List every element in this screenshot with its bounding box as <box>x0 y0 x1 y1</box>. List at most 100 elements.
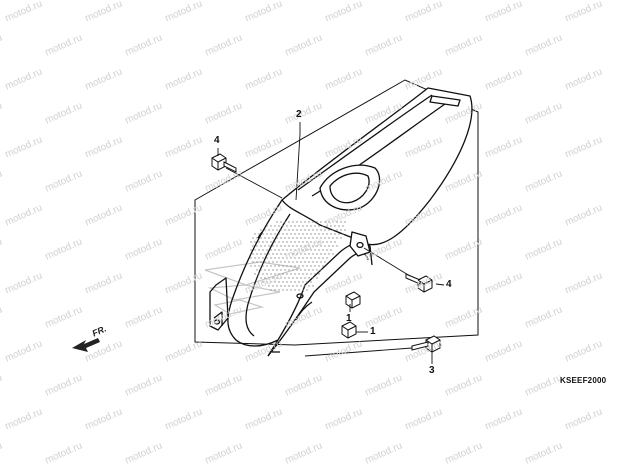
decal-dot <box>294 265 296 267</box>
decal-dot <box>258 233 260 235</box>
decal-dot <box>330 241 332 243</box>
decal-dot <box>300 229 302 231</box>
decal-dot <box>326 225 328 227</box>
decal-dot <box>310 225 312 227</box>
decal-dot <box>332 245 334 247</box>
decal-dot <box>310 257 312 259</box>
decal-dot <box>314 241 316 243</box>
decal-dot <box>300 237 302 239</box>
decal-dot <box>256 269 258 271</box>
decal-dot <box>266 249 268 251</box>
decal-dot <box>312 245 314 247</box>
decal-dot <box>270 257 272 259</box>
decal-dot <box>282 249 284 251</box>
decal-dot <box>276 229 278 231</box>
decal-dot <box>266 241 268 243</box>
decal-dot <box>258 273 260 275</box>
decal-dot <box>316 221 318 223</box>
decal-dot <box>282 225 284 227</box>
decal-dot <box>318 225 320 227</box>
decal-dot <box>282 289 284 291</box>
decal-dot <box>266 233 268 235</box>
decal-dot <box>304 277 306 279</box>
decal-dot <box>332 253 334 255</box>
decal-dot <box>280 261 282 263</box>
decal-dot <box>332 229 334 231</box>
decal-dot <box>286 241 288 243</box>
decal-dot <box>298 273 300 275</box>
decal-dot <box>290 257 292 259</box>
decal-dot <box>282 281 284 283</box>
decal-dot <box>272 269 274 271</box>
decal-dot <box>328 221 330 223</box>
decal-dot <box>270 225 272 227</box>
decal-dot <box>272 229 274 231</box>
decal-dot <box>310 241 312 243</box>
decal-dot <box>280 245 282 247</box>
decal-dot <box>288 261 290 263</box>
decal-dot <box>266 257 268 259</box>
decal-dot <box>300 285 302 287</box>
decal-dot <box>288 245 290 247</box>
decal-dot <box>294 241 296 243</box>
decal-dot <box>264 269 266 271</box>
decal-dot <box>282 233 284 235</box>
decal-dot <box>284 253 286 255</box>
decal-dot <box>328 253 330 255</box>
decal-dot <box>292 221 294 223</box>
decal-dot <box>268 253 270 255</box>
decal-dot <box>328 237 330 239</box>
decal-dot <box>294 257 296 259</box>
decal-dot <box>304 221 306 223</box>
decal-dot <box>284 277 286 279</box>
decal-dot <box>270 273 272 275</box>
decal-dot <box>270 265 272 267</box>
decal-dot <box>262 265 264 267</box>
decal-dot <box>264 229 266 231</box>
decal-dot <box>334 241 336 243</box>
decal-dot <box>316 237 318 239</box>
decal-dot <box>324 221 326 223</box>
decal-dot <box>334 225 336 227</box>
decal-dot <box>258 241 260 243</box>
decal-dot <box>306 265 308 267</box>
decal-dot <box>308 253 310 255</box>
decal-dot <box>278 241 280 243</box>
decal-dot <box>266 225 268 227</box>
decal-dot <box>328 229 330 231</box>
decal-dot <box>282 257 284 259</box>
decal-dot <box>292 229 294 231</box>
decal-dot <box>262 281 264 283</box>
decal-dot <box>322 241 324 243</box>
decal-dot <box>314 225 316 227</box>
decal-dot <box>264 253 266 255</box>
decal-dot <box>302 249 304 251</box>
decal-dot <box>270 281 272 283</box>
decal-dot <box>284 245 286 247</box>
decal-dot <box>274 233 276 235</box>
decal-dot <box>306 273 308 275</box>
decal-dot <box>292 285 294 287</box>
callout-1-lower: 1 <box>370 326 376 337</box>
decal-dot <box>274 241 276 243</box>
decal-dot <box>284 221 286 223</box>
decal-dot <box>312 277 314 279</box>
decal-dot <box>292 269 294 271</box>
decal-dot <box>318 257 320 259</box>
clip-nut-lower <box>341 321 357 339</box>
decal-dot <box>292 245 294 247</box>
decal-dot <box>288 253 290 255</box>
decal-dot <box>274 257 276 259</box>
decal-dot <box>314 273 316 275</box>
decal-dot <box>320 269 322 271</box>
decal-dot <box>260 237 262 239</box>
decal-dot <box>292 261 294 263</box>
decal-dot <box>302 265 304 267</box>
decal-dot <box>262 233 264 235</box>
decal-dot <box>294 281 296 283</box>
decal-dot <box>312 229 314 231</box>
decal-dot <box>256 237 258 239</box>
decal-dot <box>328 245 330 247</box>
decal-dot <box>284 229 286 231</box>
